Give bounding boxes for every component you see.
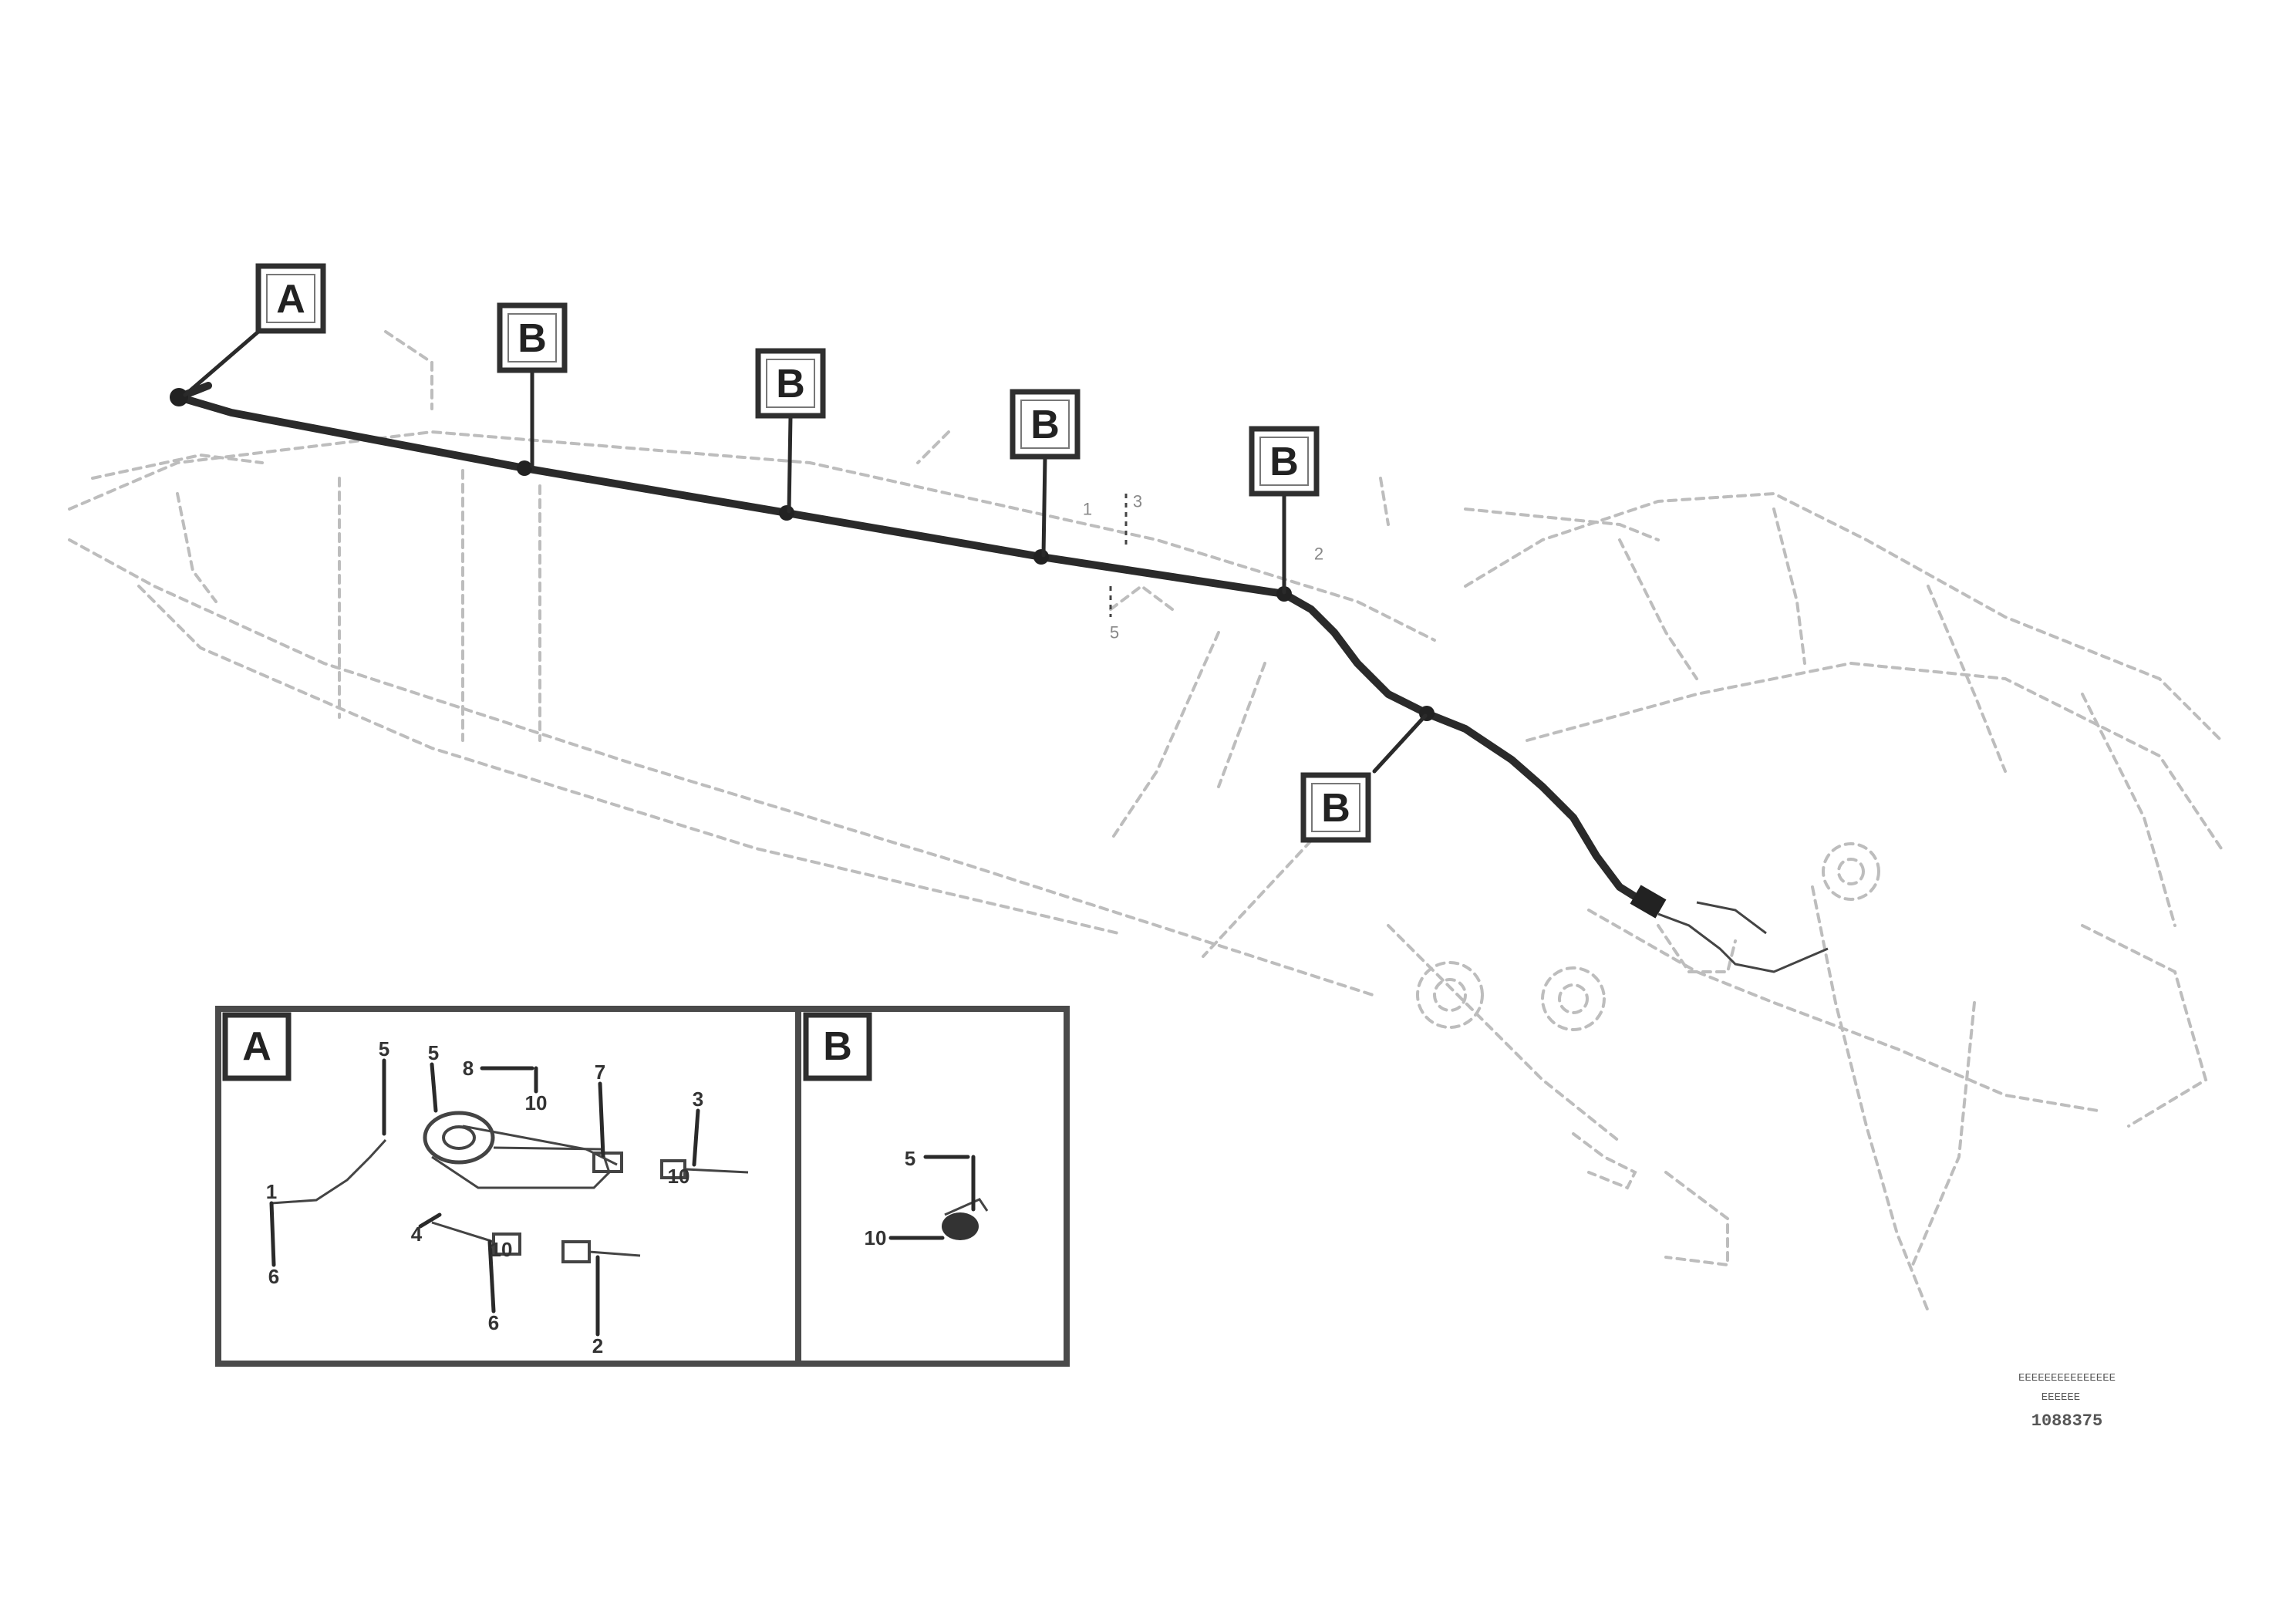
- svg-text:1088375: 1088375: [2031, 1411, 2102, 1431]
- svg-text:4: 4: [411, 1222, 423, 1246]
- svg-text:3: 3: [1133, 492, 1142, 511]
- tag-b-2: B: [755, 348, 826, 419]
- svg-text:6: 6: [268, 1265, 279, 1288]
- tag-a-main: A: [255, 263, 326, 334]
- detail-a-leaders: [269, 1058, 700, 1337]
- tag-b-3: B: [1010, 389, 1081, 460]
- svg-text:1: 1: [1083, 500, 1092, 519]
- svg-text:10: 10: [668, 1165, 690, 1188]
- svg-text:10: 10: [525, 1091, 548, 1114]
- svg-text:10: 10: [865, 1226, 887, 1249]
- svg-text:7: 7: [595, 1061, 605, 1084]
- svg-text:5: 5: [428, 1041, 439, 1064]
- tag-b-4: B: [1249, 426, 1320, 497]
- svg-text:5: 5: [905, 1147, 915, 1170]
- svg-text:A: A: [276, 277, 305, 322]
- svg-text:EEEEEEEEEEEEEEE: EEEEEEEEEEEEEEE: [2018, 1372, 2116, 1384]
- svg-text:EEEEEE: EEEEEE: [2041, 1391, 2080, 1404]
- detail-a: A 5 5 8: [222, 1012, 749, 1357]
- svg-text:B: B: [776, 362, 805, 406]
- svg-text:B: B: [518, 316, 547, 361]
- svg-text:B: B: [1321, 786, 1350, 831]
- svg-text:5: 5: [379, 1037, 389, 1061]
- svg-text:B: B: [1269, 440, 1299, 484]
- svg-text:5: 5: [1110, 623, 1119, 642]
- boom-ghost-outline: [68, 330, 2223, 1313]
- detail-b: B 5 10: [803, 1012, 989, 1249]
- svg-text:10: 10: [491, 1238, 513, 1261]
- svg-text:2: 2: [1314, 545, 1323, 564]
- detail-frame: [215, 1006, 1070, 1367]
- svg-text:B: B: [823, 1024, 852, 1069]
- tag-b-5: B: [1300, 772, 1371, 843]
- clamp-assembly-a: [271, 1111, 749, 1263]
- svg-text:B: B: [1030, 403, 1060, 447]
- svg-text:1: 1: [266, 1180, 277, 1203]
- tag-b-1: B: [497, 302, 568, 373]
- hydraulic-pipe: [170, 382, 1829, 973]
- svg-text:6: 6: [488, 1311, 499, 1334]
- tag-leaders: [183, 329, 1428, 774]
- svg-text:3: 3: [693, 1088, 703, 1111]
- clamp-assembly-b: [942, 1198, 989, 1240]
- svg-text:2: 2: [592, 1334, 603, 1357]
- svg-text:8: 8: [463, 1057, 474, 1080]
- svg-text:A: A: [242, 1024, 271, 1069]
- drawing-reference: EEEEEEEEEEEEEEE EEEEEE 1088375: [2018, 1372, 2116, 1431]
- main-callouts: 3 5 1 2: [1083, 492, 1323, 642]
